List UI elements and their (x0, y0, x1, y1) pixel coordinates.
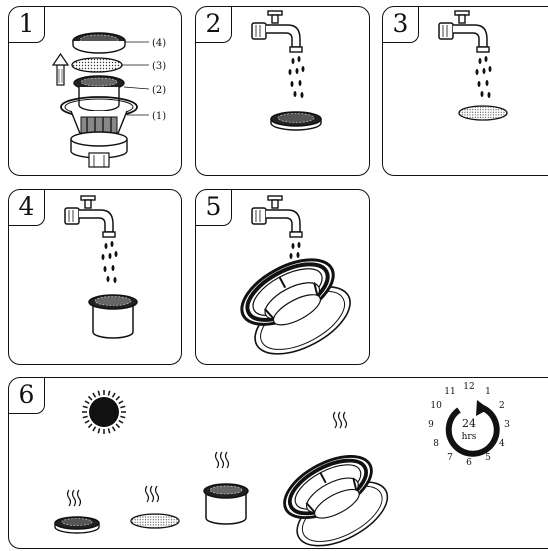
clock-center-24: 24 (462, 417, 476, 430)
clock-number-5: 5 (485, 453, 491, 463)
clock-number-4: 4 (499, 439, 505, 449)
clock-number-12: 12 (463, 382, 474, 392)
part-label-4: (4) (152, 38, 166, 49)
part-2-basket (74, 76, 124, 111)
clock-number-9: 9 (428, 420, 434, 430)
clock-center-hrs: hrs (462, 432, 477, 442)
basket-rinsing (89, 295, 137, 338)
filter-pad-rinsing (459, 106, 507, 120)
filter-pad-drying (131, 514, 179, 528)
clock-number-6: 6 (466, 458, 472, 468)
steam-icon (216, 452, 229, 468)
faucet-icon (252, 196, 302, 237)
part-label-3: (3) (152, 61, 166, 72)
clock-number-2: 2 (499, 401, 505, 411)
grille-lid-rinsing (271, 112, 321, 130)
part-4-lid (73, 33, 125, 53)
water-drops-icon (289, 56, 305, 98)
step-2-panel: 2 (195, 6, 370, 176)
steam-icon (334, 412, 347, 428)
grille-lid-drying (55, 517, 99, 533)
step-4-panel: 4 (8, 189, 182, 365)
clock-number-8: 8 (433, 439, 439, 449)
clock-number-10: 10 (430, 401, 442, 411)
water-drops-icon (290, 242, 301, 259)
faucet-icon (65, 196, 115, 237)
sun-icon (82, 390, 126, 434)
faucet-icon (439, 11, 489, 52)
basket-drying (204, 484, 248, 524)
clock-number-7: 7 (447, 453, 453, 463)
water-drops-icon (102, 241, 118, 283)
disassembly-diagram: (4) (3) (2) (1) (9, 7, 182, 176)
base-assembly-drying (273, 443, 397, 549)
step-6-panel: 6 (8, 377, 548, 549)
clock-number-1: 1 (485, 387, 491, 397)
clock-number-11: 11 (444, 387, 455, 397)
step-1-panel: 1 (8, 6, 182, 176)
clock-number-3: 3 (504, 420, 510, 430)
base-assembly-tilted (230, 246, 361, 365)
water-drops-icon (476, 56, 492, 98)
steam-icon (146, 486, 159, 502)
steam-icon (68, 490, 81, 506)
faucet-icon (252, 11, 302, 52)
step-3-panel: 3 (382, 6, 548, 176)
part-label-1: (1) (152, 111, 166, 122)
step-5-panel: 5 (195, 189, 370, 365)
part-3-filter-pad (72, 58, 122, 72)
arrow-up-icon (53, 54, 68, 85)
part-label-2: (2) (152, 85, 166, 96)
